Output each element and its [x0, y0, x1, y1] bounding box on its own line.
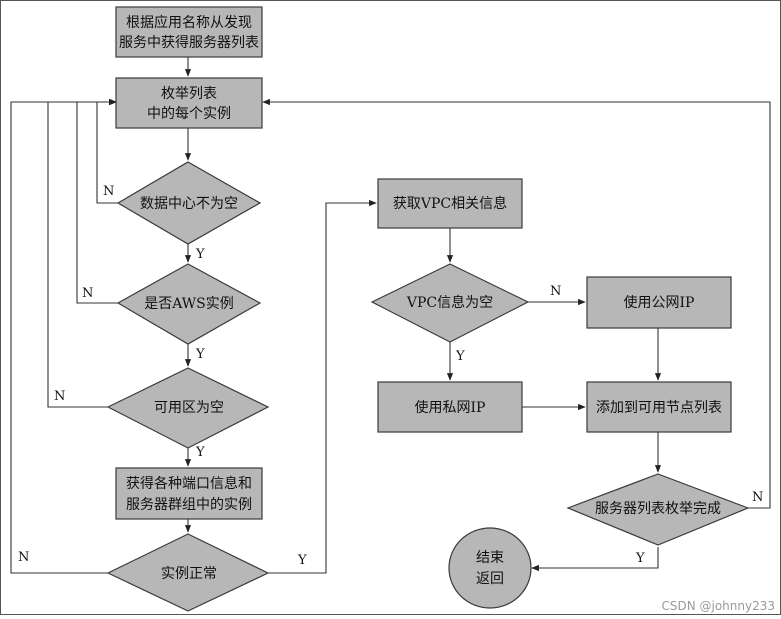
- node-end-return-line2: 返回: [476, 571, 504, 587]
- node-enum-complete-label: 服务器列表枚举完成: [595, 501, 721, 517]
- edge-label-az-no: N: [54, 389, 65, 404]
- node-get-port-info-line1: 获得各种端口信息和: [126, 475, 252, 492]
- node-use-public-ip: 使用公网IP: [586, 276, 732, 329]
- node-end-return-line1: 结束: [476, 550, 504, 566]
- edge-complete-no-loop: [262, 98, 771, 509]
- node-get-server-list: 根据应用名称从发现 服务中获得服务器列表: [115, 6, 263, 58]
- node-add-to-node-list: 添加到可用节点列表: [586, 381, 732, 433]
- node-enumerate-line1: 枚举列表: [161, 86, 217, 102]
- node-get-server-list-line2: 服务中获得服务器列表: [119, 34, 259, 51]
- edge-ok-yes-to-vpc: [268, 199, 377, 574]
- edge-labels: N Y N Y N Y N Y N Y N Y: [18, 184, 763, 568]
- node-enumerate-instances: 枚举列表 中的每个实例: [115, 77, 263, 129]
- edge-label-done-yes: Y: [635, 551, 645, 566]
- edge-label-vpc-yes: Y: [455, 349, 465, 364]
- watermark: CSDN @johnny233: [661, 599, 775, 613]
- node-use-private-ip-label: 使用私网IP: [415, 399, 486, 416]
- edge-az-no-loop: [47, 98, 117, 408]
- node-az-empty-label: 可用区为空: [154, 400, 224, 416]
- node-get-vpc-info-label: 获取VPC相关信息: [393, 195, 507, 212]
- node-get-port-info-line2: 服务器群组中的实例: [126, 497, 252, 513]
- node-get-port-info: 获得各种端口信息和 服务器群组中的实例: [115, 467, 263, 520]
- edge-complete-yes-to-end: [531, 547, 659, 572]
- edge-label-vpc-no: N: [550, 284, 561, 299]
- node-az-empty: 可用区为空: [106, 367, 270, 449]
- edge-label-done-no: N: [752, 490, 763, 505]
- node-instance-ok: 实例正常: [106, 533, 270, 612]
- edge-ok-no-loop: [10, 98, 117, 574]
- node-instance-ok-label: 实例正常: [161, 566, 217, 582]
- edges: [10, 57, 771, 574]
- node-vpc-info-empty: VPC信息为空: [370, 263, 530, 343]
- node-vpc-info-empty-label: VPC信息为空: [406, 294, 493, 311]
- node-enumerate-line2: 中的每个实例: [147, 106, 231, 122]
- edge-label-ok-yes: Y: [297, 553, 307, 568]
- edge-label-dc-yes: Y: [195, 247, 205, 262]
- node-dc-not-empty-label: 数据中心不为空: [140, 196, 238, 212]
- edge-label-aws-no: N: [82, 286, 93, 301]
- edge-label-dc-no: N: [103, 184, 114, 199]
- node-is-aws-label: 是否AWS实例: [144, 296, 234, 312]
- node-end-return: 结束 返回: [448, 527, 532, 609]
- node-enum-complete: 服务器列表枚举完成: [566, 473, 750, 546]
- edge-label-az-yes: Y: [195, 445, 205, 460]
- edge-label-aws-yes: Y: [195, 347, 205, 362]
- edge-label-ok-no: N: [18, 550, 29, 565]
- node-dc-not-empty: 数据中心不为空: [116, 161, 262, 245]
- node-is-aws-instance: 是否AWS实例: [116, 263, 262, 345]
- node-use-private-ip: 使用私网IP: [377, 381, 523, 433]
- node-use-public-ip-label: 使用公网IP: [624, 294, 695, 311]
- node-get-vpc-info: 获取VPC相关信息: [377, 178, 523, 229]
- node-get-server-list-line1: 根据应用名称从发现: [126, 14, 252, 31]
- node-add-to-node-list-label: 添加到可用节点列表: [596, 400, 722, 416]
